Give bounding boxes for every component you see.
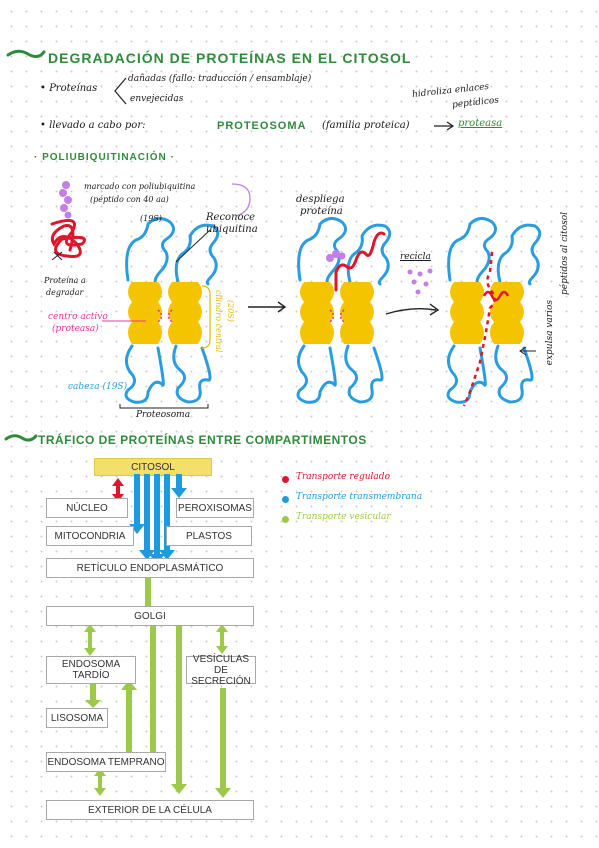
expulsa-pointer	[519, 346, 536, 356]
proteina-degradar-1: Proteína a	[44, 276, 86, 285]
legend-label-vesicular: Transporte vesicular	[296, 512, 391, 522]
legend-label-transmembrana: Transporte transmembrana	[296, 492, 423, 502]
cabeza-label: cabeza (19S)	[68, 382, 128, 392]
subunit-19s-top: (19S)	[140, 214, 162, 223]
title-swoosh-1	[6, 49, 46, 59]
traffic-arrows	[84, 474, 231, 798]
centro-activo-2: (proteasa)	[52, 324, 99, 334]
box-exterior: EXTERIOR DE LA CÉLULA	[46, 800, 254, 820]
section-title-degradacion: DEGRADACIÓN DE PROTEÍNAS EN EL CITOSOL	[48, 50, 412, 66]
box-endosoma-temprano: ENDOSOMA TEMPRANO	[46, 752, 166, 772]
peptidicos-text: peptídicos	[451, 95, 500, 111]
expulsa-2: péptidos al citosol	[560, 212, 570, 295]
step-arrow-2	[385, 303, 440, 316]
box-golgi: GOLGI	[46, 606, 254, 626]
despliega-1: despliega	[296, 194, 345, 205]
box-vesiculas: VESÍCULAS DE SECRECIÓN	[186, 654, 256, 687]
cilindro-2: (20S)	[226, 300, 235, 322]
legend-label-regulado: Transporte regulado	[296, 472, 390, 482]
proteasome-diagram-2	[296, 217, 392, 404]
step-arrow-1	[248, 301, 287, 313]
centro-activo-pointer	[102, 320, 146, 322]
legend-dot-transmembrana	[282, 496, 289, 503]
brace-icon	[114, 77, 127, 105]
bullet-llevado: • llevado a cabo por:	[40, 120, 146, 131]
bullet-proteinas: • Proteínas	[40, 83, 98, 94]
recycled-ubiquitin-dots	[407, 268, 433, 295]
proteinas-label: Proteínas	[49, 83, 98, 94]
box-mitocondria: MITOCONDRIA	[46, 526, 134, 546]
proteasome-diagram-3	[446, 217, 542, 407]
familia-text: (familia proteica)	[322, 120, 410, 131]
poliubiquitinacion-title: POLIUBIQUITINACIÓN	[42, 152, 167, 163]
cilindro-bracket-icon	[201, 285, 211, 349]
box-lisosoma: LISOSOMA	[46, 708, 108, 728]
expulsa-1: expulsa varios	[545, 300, 555, 366]
reconoce-1: Reconoce	[206, 212, 256, 223]
cilindro-1: cilindro central	[214, 290, 223, 353]
centro-activo-1: centro activo	[48, 312, 108, 322]
peptido-text: (péptido con 40 aa)	[90, 195, 169, 204]
llevado-text: llevado a cabo por:	[49, 120, 146, 131]
box-reticulo: RETÍCULO ENDOPLASMÁTICO	[46, 558, 254, 578]
box-peroxisomas: PEROXISOMAS	[176, 498, 254, 518]
despliega-2: proteína	[300, 206, 343, 217]
envejecidas-text: envejecidas	[130, 94, 184, 104]
section-title-poliubiquitinacion: · POLIUBIQUITINACIÓN ·	[34, 152, 175, 163]
box-citosol: CITOSOL	[94, 458, 212, 476]
proteasome-diagram-1	[124, 217, 220, 404]
ubiquitin-chain-icon	[59, 181, 72, 219]
section-title-trafico: TRÁFICO DE PROTEÍNAS ENTRE COMPARTIMENTO…	[38, 433, 367, 447]
box-endosoma-tardio: ENDOSOMA TARDÍO	[46, 656, 136, 684]
ubiquitin-bracket-icon	[231, 183, 251, 217]
proteina-degradar-2: degradar	[46, 288, 84, 297]
proteosoma-word: PROTEOSOMA	[217, 120, 307, 132]
arrow-icon	[434, 121, 455, 131]
marcado-text: marcado con poliubiquitina	[84, 182, 196, 191]
proteosoma-underline	[119, 404, 209, 409]
reconoce-2: ubiquitina	[206, 224, 258, 235]
recicla-label: recicla	[400, 252, 431, 262]
danadas-text: dañadas (fallo: traducción / ensamblaje)	[128, 74, 312, 84]
tangled-protein-icon	[50, 218, 86, 261]
legend-dot-vesicular	[282, 516, 289, 523]
proteosoma-label: Proteosoma	[136, 410, 191, 420]
box-plastos: PLASTOS	[166, 526, 252, 546]
legend-dot-regulado	[282, 476, 289, 483]
box-nucleo: NÚCLEO	[46, 498, 128, 518]
proteasa-text: proteasa	[458, 118, 503, 129]
title-swoosh-2	[4, 434, 38, 442]
